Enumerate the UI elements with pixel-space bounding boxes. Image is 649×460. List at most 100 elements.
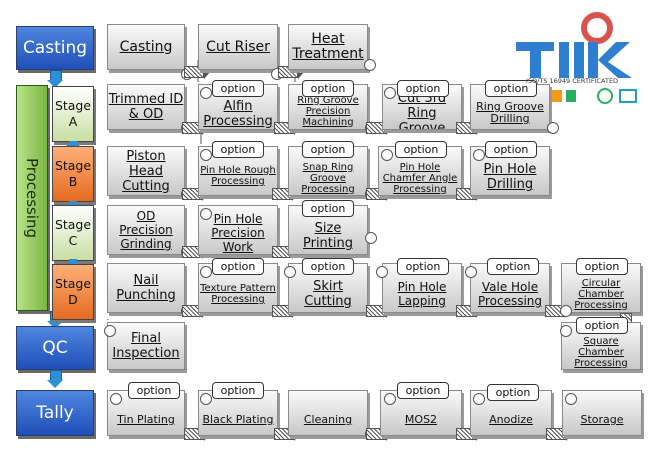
- status-circle: [565, 393, 577, 405]
- step-vale-hole-processing-label: Vale Hole Processing: [477, 280, 543, 308]
- step-texture-pattern-processing-label: Texture Pattern Processing: [200, 283, 276, 305]
- step-cleaning-label: Cleaning: [303, 413, 353, 426]
- side-tally: Tally: [16, 390, 94, 436]
- side-processing: Processing: [16, 85, 48, 311]
- stage-c-letter: C: [68, 233, 78, 248]
- step-nail-punching-label: Nail Punching: [116, 273, 176, 303]
- stage-a-label: Stage: [54, 98, 92, 113]
- step-nail-punching: Nail Punching: [107, 263, 185, 313]
- step-square-chamber-processing-label: Square Chamber Processing: [574, 335, 628, 369]
- side-casting: Casting: [16, 26, 94, 70]
- status-circle: [200, 87, 212, 99]
- step-pin-hole-lapping-label: Pin Hole Lapping: [397, 280, 447, 308]
- status-circle: [384, 87, 396, 99]
- option-tag: option: [302, 80, 354, 97]
- step-cleaning: Cleaning: [288, 390, 368, 436]
- option-tag: option: [212, 141, 264, 158]
- stage-c: Stage C: [52, 205, 94, 261]
- side-processing-label: Processing: [23, 157, 41, 239]
- status-circle: [200, 266, 212, 278]
- stage-d-letter: D: [68, 292, 78, 307]
- step-mos2-label: MOS2: [404, 413, 438, 426]
- stage-c-label: Stage: [54, 217, 92, 232]
- step-heat-treatment: Heat Treatment: [288, 24, 368, 70]
- step-pin-hole-drilling-label: Pin Hole Drilling: [483, 162, 537, 192]
- logo-graphic: [516, 12, 637, 104]
- option-tag: option: [485, 80, 537, 97]
- step-trimmed-id-od: Trimmed ID & OD: [107, 84, 185, 130]
- step-piston-head-cutting: Piston Head Cutting: [107, 146, 185, 196]
- status-circle: [104, 325, 116, 337]
- step-cut-riser-label: Cut Riser: [206, 38, 270, 55]
- step-circular-chamber-processing-label: Circular Chamber Processing: [574, 277, 628, 311]
- step-pin-hole-rough-processing-label: Pin Hole Rough Processing: [200, 165, 276, 187]
- option-tag: option: [485, 141, 537, 158]
- step-final-inspection: Final Inspection: [107, 322, 185, 370]
- option-tag: option: [302, 258, 354, 275]
- status-circle: [473, 149, 485, 161]
- step-pin-hole-precision-work-label: Pin Hole Precision Work: [211, 212, 265, 254]
- step-pin-hole-chamfer-angle-processing-label: Pin Hole Chamfer Angle Processing: [382, 161, 458, 195]
- option-tag: option: [302, 141, 354, 158]
- down-arrow-casting: [47, 70, 63, 88]
- status-circle: [200, 149, 212, 161]
- option-tag: option: [487, 384, 539, 401]
- option-tag: option: [576, 258, 628, 275]
- option-tag: option: [212, 382, 264, 399]
- down-arrow-qc: [47, 370, 63, 388]
- step-black-plating-label: Black Plating: [202, 413, 274, 426]
- option-tag: option: [397, 382, 449, 399]
- certification-text: ISO/TS 16949 CERTIFICATED: [526, 77, 619, 85]
- step-size-printing-label: Size Printing: [302, 221, 353, 251]
- stage-a-letter: A: [68, 114, 78, 129]
- step-trimmed-id-od-label: Trimmed ID & OD: [108, 92, 184, 122]
- step-tin-plating-label: Tin Plating: [117, 413, 175, 426]
- status-circle: [376, 266, 388, 278]
- status-circle: [547, 122, 559, 134]
- status-circle: [473, 393, 485, 405]
- step-ring-groove-drilling-label: Ring Groove Drilling: [476, 100, 544, 125]
- status-circle: [560, 325, 572, 337]
- step-storage-label: Storage: [580, 413, 624, 426]
- stage-b: Stage B: [52, 146, 94, 202]
- option-tag: option: [397, 80, 449, 97]
- step-piston-head-cutting-label: Piston Head Cutting: [122, 148, 170, 194]
- option-tag: option: [487, 258, 539, 275]
- stage-a: Stage A: [52, 86, 94, 142]
- step-pin-hole-precision-work: Pin Hole Precision Work: [198, 205, 278, 255]
- status-circle: [200, 393, 212, 405]
- step-final-inspection-label: Final Inspection: [112, 331, 180, 361]
- status-circle: [110, 393, 122, 405]
- step-cut-riser: Cut Riser: [198, 24, 278, 70]
- option-tag: option: [128, 382, 180, 399]
- status-circle: [560, 305, 572, 317]
- step-alfin-processing-label: Alfin Processing: [203, 99, 273, 129]
- option-tag: option: [397, 258, 449, 275]
- stage-b-label: Stage: [54, 158, 92, 173]
- stage-b-letter: B: [68, 174, 78, 189]
- option-tag: option: [212, 80, 264, 97]
- stage-d: Stage D: [52, 264, 94, 320]
- status-circle: [384, 393, 396, 405]
- option-tag: option: [576, 317, 628, 334]
- step-heat-treatment-label: Heat Treatment: [292, 31, 364, 62]
- status-circle: [364, 59, 376, 71]
- step-skirt-cutting-label: Skirt Cutting: [304, 279, 352, 309]
- step-od-precision-grinding: OD Precision Grinding: [107, 205, 185, 255]
- option-tag: option: [395, 141, 447, 158]
- step-anodize-label: Anodize: [489, 413, 533, 426]
- status-circle: [465, 266, 477, 278]
- step-od-precision-grinding-label: OD Precision Grinding: [119, 209, 173, 251]
- side-tally-label: Tally: [36, 403, 74, 423]
- side-casting-label: Casting: [22, 38, 88, 58]
- status-circle: [381, 149, 393, 161]
- option-tag: option: [302, 200, 354, 217]
- step-ring-groove-precision-machining-label: Ring Groove Precision Machining: [297, 94, 359, 128]
- step-casting: Casting: [107, 24, 185, 70]
- stage-d-label: Stage: [54, 276, 92, 291]
- side-qc: QC: [16, 326, 94, 370]
- step-snap-ring-groove-processing-label: Snap Ring Groove Processing: [301, 161, 355, 195]
- status-circle: [200, 208, 212, 220]
- status-circle: [284, 266, 296, 278]
- option-tag: option: [212, 258, 264, 275]
